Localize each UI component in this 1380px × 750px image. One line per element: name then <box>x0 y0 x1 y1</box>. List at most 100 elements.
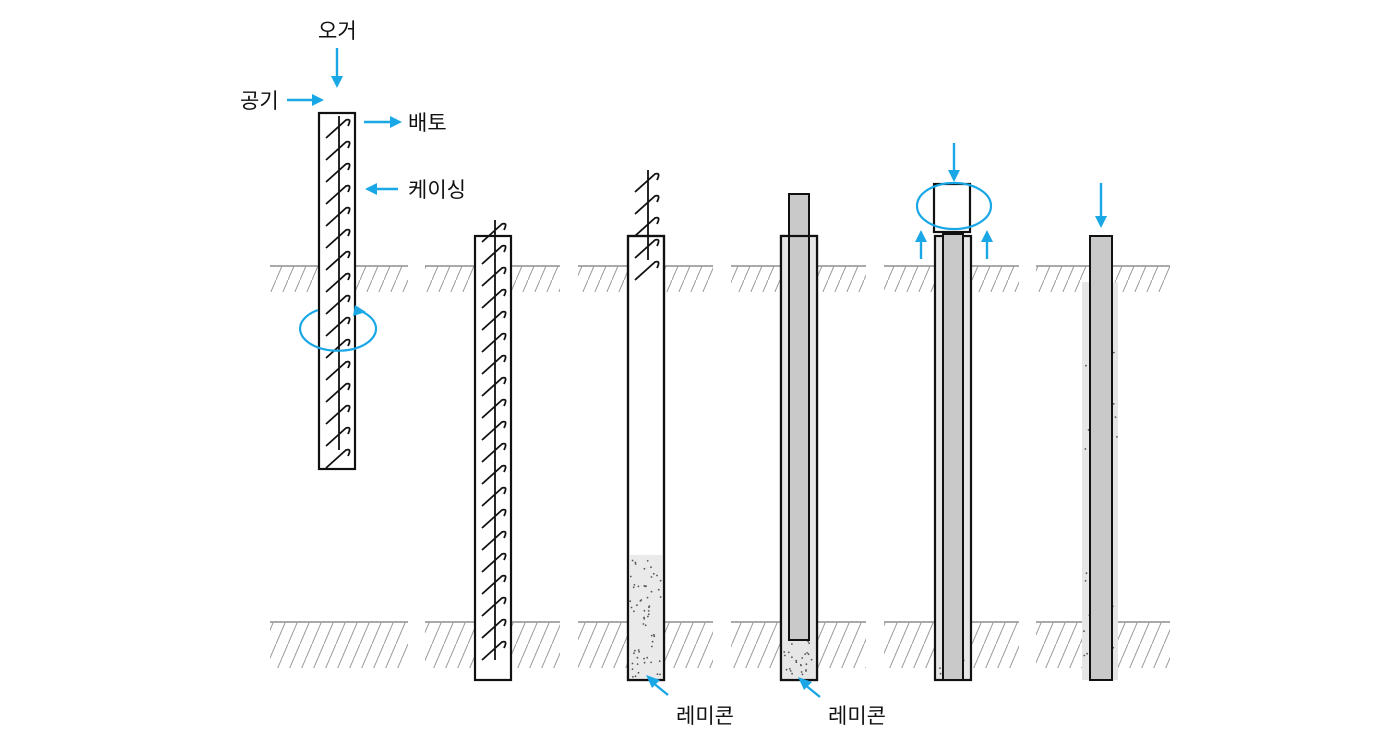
concrete-speck <box>631 559 634 562</box>
concrete-speck <box>805 663 808 666</box>
step-4-concrete-texture <box>783 640 813 676</box>
concrete-speck <box>789 670 792 672</box>
concrete-speck <box>795 659 798 662</box>
concrete-speck <box>801 673 804 676</box>
concrete-speck <box>637 671 640 674</box>
concrete-speck <box>646 596 649 599</box>
label-casing: 케이싱 <box>408 178 466 202</box>
concrete-speck <box>804 653 806 655</box>
concrete-speck <box>801 657 804 659</box>
step-2-auger <box>481 220 507 661</box>
concrete-speck <box>656 673 659 676</box>
step-4-pile <box>788 193 810 641</box>
concrete-speck <box>646 656 649 659</box>
concrete-speck <box>631 668 634 670</box>
concrete-speck <box>636 656 639 659</box>
concrete-speck <box>810 658 813 661</box>
concrete-speck <box>1085 364 1087 367</box>
concrete-speck <box>642 623 645 625</box>
concrete-speck <box>1112 351 1115 354</box>
concrete-speck <box>1086 652 1088 655</box>
concrete-speck <box>634 649 636 652</box>
concrete-speck <box>1085 572 1088 575</box>
concrete-speck <box>808 642 810 645</box>
concrete-speck <box>633 584 636 586</box>
concrete-speck <box>939 667 941 669</box>
concrete-speck <box>634 675 637 678</box>
concrete-speck <box>653 633 655 636</box>
concrete-speck <box>659 579 662 582</box>
concrete-speck <box>787 651 790 654</box>
step-3-concrete-pour: 레미콘 <box>626 170 734 728</box>
label-air: 공기 <box>240 89 279 113</box>
concrete-speck <box>647 610 650 612</box>
concrete-speck <box>785 668 788 671</box>
concrete-speck <box>800 664 802 667</box>
step-6-pile <box>1089 235 1113 681</box>
concrete-speck <box>788 668 791 670</box>
concrete-speck <box>650 661 652 664</box>
concrete-speck <box>643 657 645 660</box>
concrete-speck <box>630 606 633 609</box>
concrete-speck <box>795 661 798 664</box>
concrete-speck <box>805 670 807 672</box>
step-2-casing <box>473 234 513 682</box>
concrete-speck <box>644 585 646 588</box>
concrete-speck <box>636 663 639 665</box>
concrete-speck <box>629 575 632 578</box>
concrete-speck <box>1116 436 1118 438</box>
concrete-speck <box>633 610 635 613</box>
concrete-speck <box>650 590 653 593</box>
concrete-speck <box>632 586 635 589</box>
concrete-speck <box>650 634 653 637</box>
label-spoil: 배토 <box>408 111 447 135</box>
concrete-speck <box>636 604 638 607</box>
concrete-speck <box>1084 580 1087 582</box>
concrete-speck <box>638 650 640 653</box>
concrete-speck <box>659 673 661 676</box>
concrete-speck <box>644 624 647 627</box>
concrete-speck <box>650 576 653 578</box>
concrete-speck <box>650 566 652 569</box>
air-arrowhead <box>312 94 324 106</box>
concrete-speck <box>648 605 651 608</box>
step-3-casing-edge <box>626 234 666 682</box>
step-5-rotation-ring <box>915 181 993 231</box>
concrete-speck <box>791 643 793 645</box>
step-5-lift-arrowhead-right <box>981 230 993 242</box>
concrete-speck <box>643 567 646 570</box>
concrete-speck <box>637 649 640 651</box>
concrete-speck <box>643 609 646 612</box>
concrete-speck <box>632 676 634 678</box>
concrete-speck <box>1112 403 1115 405</box>
concrete-speck <box>647 615 649 618</box>
concrete-speck <box>634 563 637 565</box>
concrete-speck <box>659 596 662 598</box>
ground-layers <box>270 265 1170 668</box>
step-5-pile <box>942 233 964 681</box>
concrete-speck <box>657 588 660 591</box>
concrete-speck <box>783 651 786 653</box>
step-4-pile-insertion: 레미콘 <box>779 193 886 728</box>
spoil-arrowhead <box>390 116 402 128</box>
label-concrete-2: 레미콘 <box>828 704 886 728</box>
concrete-speck <box>939 672 942 675</box>
concrete-speck <box>791 656 793 659</box>
step-5-down-arrowhead <box>948 170 960 182</box>
concrete-speck <box>656 574 658 577</box>
step-3-auger-withdrawn <box>634 170 660 281</box>
step-6-completed-pile <box>1082 183 1118 681</box>
concrete-speck <box>651 640 654 643</box>
concrete-speck <box>643 616 645 619</box>
concrete-speck <box>629 600 632 603</box>
concrete-speck <box>643 661 646 664</box>
concrete-speck <box>651 645 653 648</box>
step-1-auger <box>325 116 351 469</box>
step-1-rotation-arrow <box>299 307 378 352</box>
ground-lower-hatch <box>270 622 408 668</box>
step-5-lift-arrowhead-left <box>915 230 927 242</box>
step-3-concrete <box>629 555 663 679</box>
concrete-speck <box>800 671 803 673</box>
step-6-down-arrowhead <box>1095 216 1107 228</box>
